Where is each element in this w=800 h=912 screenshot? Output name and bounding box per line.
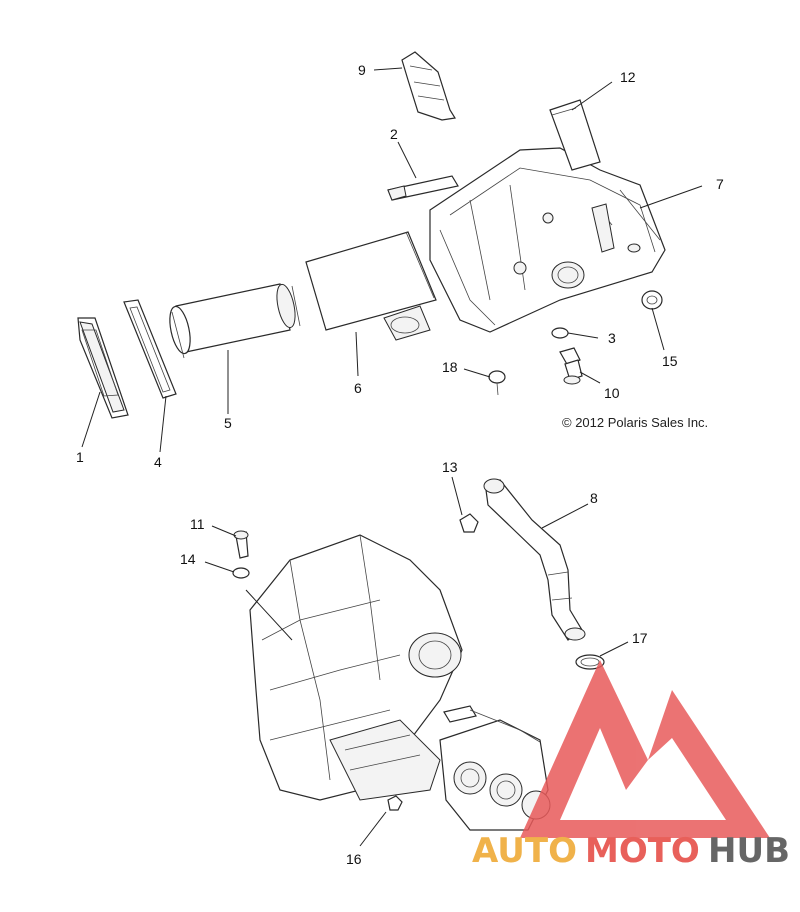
callout-11: 11 <box>190 516 205 532</box>
part-12-inlet-snorkel <box>549 99 601 171</box>
copyright-notice: © 2012 Polaris Sales Inc. <box>562 415 708 430</box>
callout-2: 2 <box>390 126 398 142</box>
callout-13: 13 <box>442 459 458 475</box>
part-2-strap <box>387 175 459 201</box>
callout-labels: 1 2 3 4 5 6 7 8 9 10 11 12 13 14 15 16 1… <box>76 62 724 867</box>
part-1-airbox-cover <box>77 317 129 419</box>
part-14-washer <box>232 567 250 579</box>
part-10-drain-valve <box>559 347 583 385</box>
callout-1: 1 <box>76 449 84 465</box>
part-6-filter-sleeve <box>305 231 437 331</box>
part-3-o-ring <box>551 327 569 339</box>
part-15-plug <box>641 290 663 310</box>
part-16-nut <box>387 795 403 811</box>
callout-14: 14 <box>180 551 196 567</box>
callout-16: 16 <box>346 851 362 867</box>
callout-15: 15 <box>662 353 678 369</box>
watermark-logo <box>520 660 770 838</box>
part-11-bolt <box>233 530 249 559</box>
callout-4: 4 <box>154 454 162 470</box>
part-17-clamp <box>575 654 605 670</box>
intake-plenum <box>249 534 463 801</box>
callout-6: 6 <box>354 380 362 396</box>
watermark-text-auto: AUTO <box>472 831 577 871</box>
watermark-text-hub: HUB <box>708 831 790 871</box>
part-9-clip <box>401 51 456 121</box>
part-7-airbox-housing <box>429 147 666 333</box>
callout-3: 3 <box>608 330 616 346</box>
part-18-fastener <box>488 370 506 396</box>
airbox-outlet-boot <box>383 305 431 341</box>
part-4-gasket <box>123 299 177 399</box>
callout-18: 18 <box>442 359 458 375</box>
callout-9: 9 <box>358 62 366 78</box>
callout-12: 12 <box>620 69 636 85</box>
callout-5: 5 <box>224 415 232 431</box>
part-8-hose <box>483 478 586 641</box>
callout-8: 8 <box>590 490 598 506</box>
watermark-text-moto: MOTO <box>585 831 700 871</box>
callout-17: 17 <box>632 630 648 646</box>
leader-lines <box>81 67 703 847</box>
part-5-air-filter <box>169 283 301 359</box>
callout-10: 10 <box>604 385 620 401</box>
watermark-logo-mark <box>520 660 770 838</box>
callout-7: 7 <box>716 176 724 192</box>
part-13-nut <box>459 513 479 533</box>
